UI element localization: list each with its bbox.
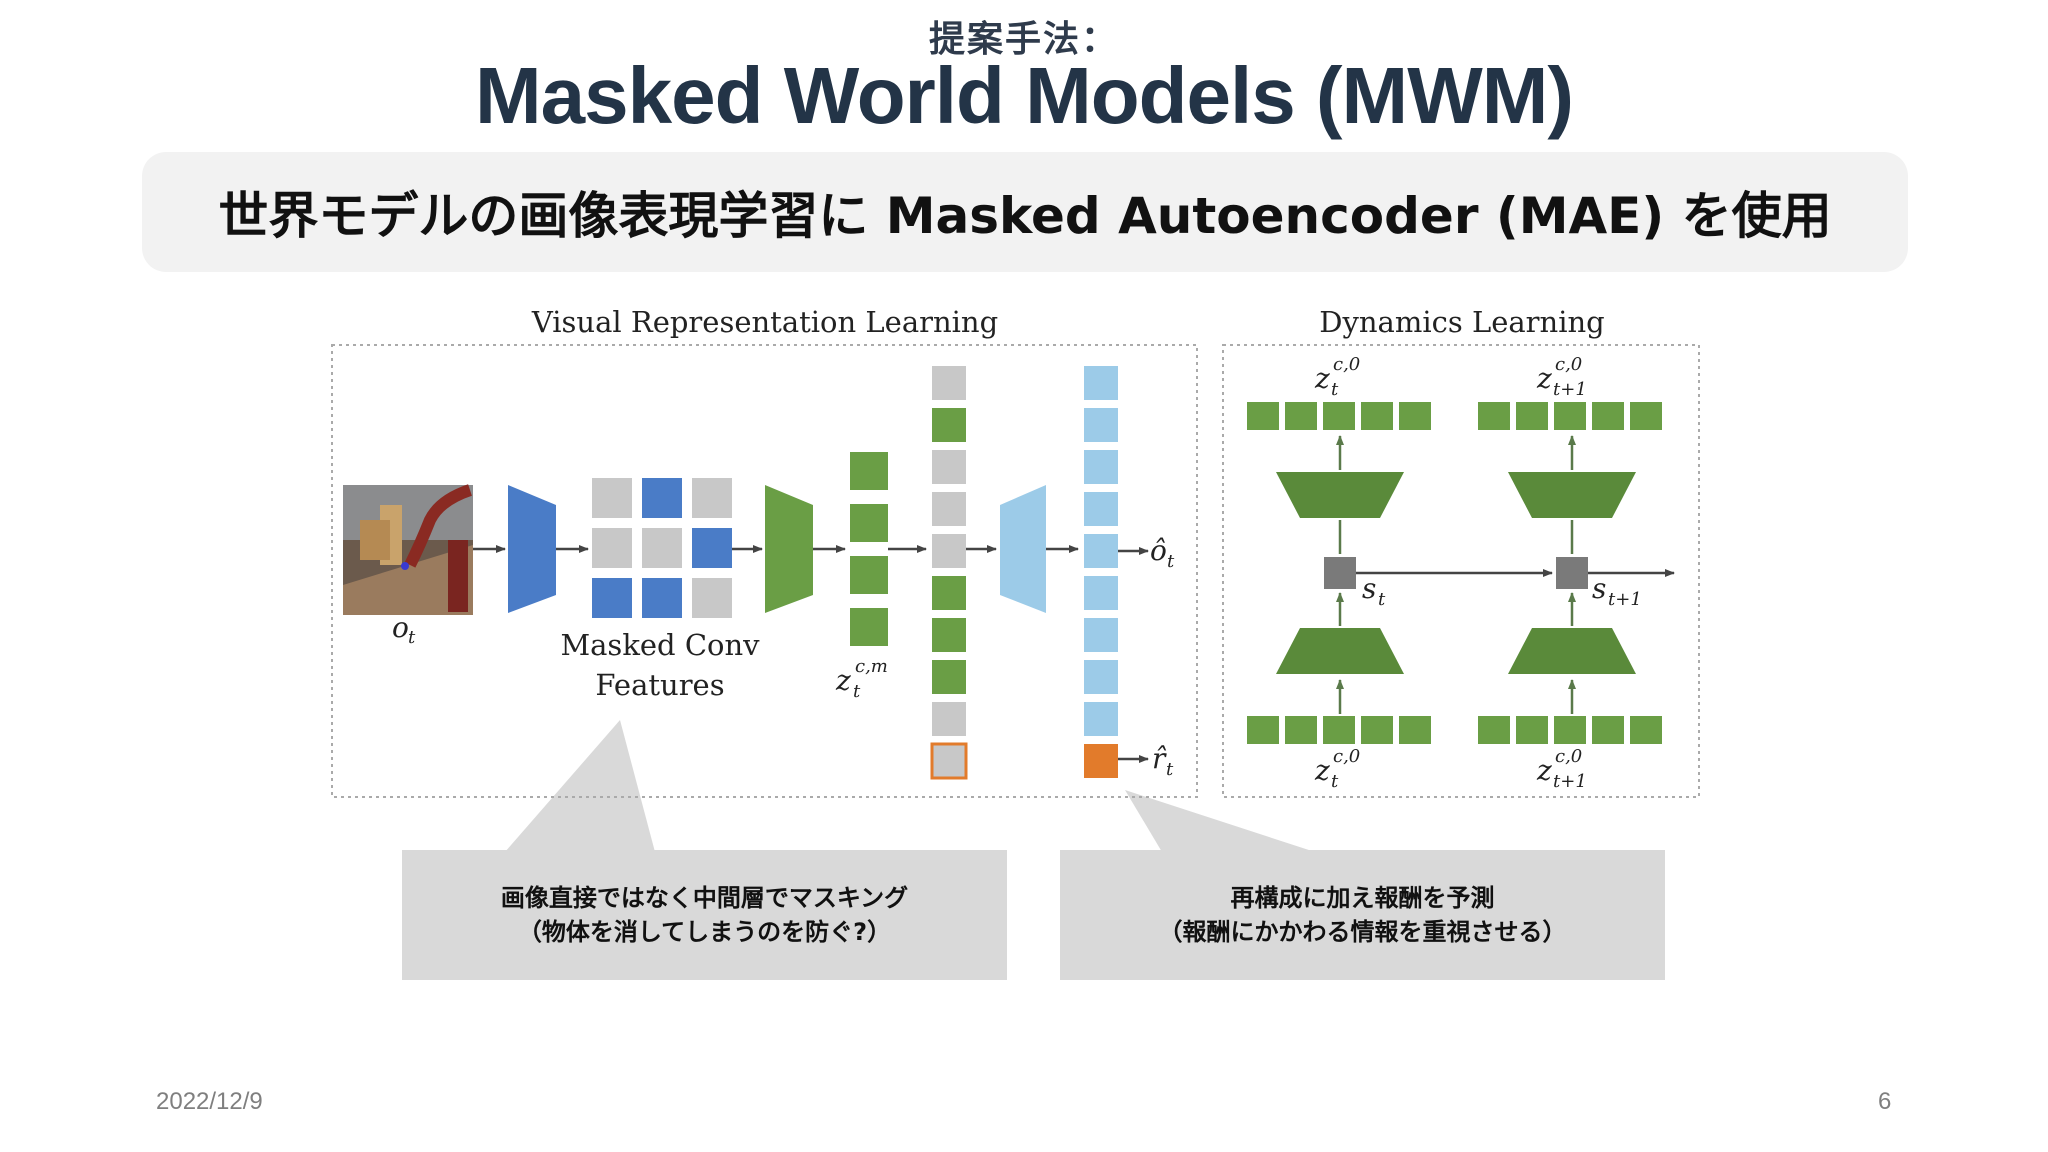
svg-text:s: s [1362,572,1376,605]
dyn-encoder-t [1276,628,1404,674]
conv-encoder-shape [508,485,556,613]
slide-page-number: 6 [1878,1088,1892,1115]
masked-latent-column [850,452,888,646]
svg-text:t+1: t+1 [1608,589,1642,610]
state-box-t [1324,557,1356,589]
callout-left-line2: （物体を消してしまうのを防ぐ?） [517,918,892,946]
bottom-latent-row-t1 [1478,716,1662,744]
svg-text:t+1: t+1 [1553,771,1587,792]
svg-text:z: z [1536,362,1552,395]
masked-conv-features-grid [592,478,732,618]
latent-masked-label: z c,m t [835,656,888,702]
svg-text:t: t [408,627,416,648]
svg-text:c,0: c,0 [1333,746,1360,767]
svg-text:z: z [1314,754,1330,787]
visual-frame [331,344,1198,798]
recon-reward-label: r̂ t [1152,742,1174,780]
dyn-decoder-t1 [1508,472,1636,518]
state-box-t1 [1556,557,1588,589]
dyn-decoder-t [1276,472,1404,518]
svg-text:c,0: c,0 [1555,746,1582,767]
slide-date: 2022/12/9 [156,1088,263,1115]
svg-text:o: o [392,611,409,644]
svg-text:c,0: c,0 [1555,354,1582,375]
svg-text:t: t [1166,759,1174,780]
vit-encoder-shape [765,485,813,613]
masked-conv-label-line1: Masked Conv [560,628,760,662]
vit-decoder-shape [1000,485,1046,613]
callout-left-pointer [505,720,655,852]
callout-right-pointer [1125,790,1315,852]
callout-left-line1: 画像直接ではなく中間層でマスキング [500,884,909,912]
svg-text:t: t [853,681,861,702]
callout-right: 再構成に加え報酬を予測 （報酬にかかわる情報を重視させる） [1060,850,1665,980]
svg-text:z: z [1314,362,1330,395]
top-latent-row-t [1247,402,1431,430]
slide-title: Masked World Models (MWM) [475,51,1574,140]
callout-right-line1: 再構成に加え報酬を予測 [1230,884,1495,912]
svg-text:r̂: r̂ [1152,742,1167,775]
svg-text:c,m: c,m [855,656,888,677]
section-title-visual: Visual Representation Learning [531,305,998,339]
state-t1-label: s t+1 [1592,572,1642,610]
svg-text:c,0: c,0 [1333,354,1360,375]
state-t-label: s t [1362,572,1386,610]
section-title-dynamics: Dynamics Learning [1319,305,1604,339]
callout-left: 画像直接ではなく中間層でマスキング （物体を消してしまうのを防ぐ?） [402,850,1007,980]
svg-text:s: s [1592,572,1606,605]
svg-text:t: t [1331,379,1339,400]
svg-text:t: t [1167,551,1175,572]
svg-text:t: t [1378,589,1386,610]
callout-right-line2: （報酬にかかわる情報を重視させる） [1158,918,1567,946]
slide-subtitle: 提案手法： [928,19,1119,60]
dynamics-frame [1222,344,1700,798]
svg-text:z: z [1536,754,1552,787]
masked-conv-label-line2: Features [595,668,724,702]
summary-banner-text: 世界モデルの画像表現学習に Masked Autoencoder (MAE) を… [218,187,1832,245]
recon-obs-label: ô t [1150,534,1175,572]
top-latent-row-t1 [1478,402,1662,430]
dyn-encoder-t1 [1508,628,1636,674]
full-latent-column [930,366,968,780]
observation-label: o t [392,611,416,648]
z-top-t1-label: z c,0 t+1 [1536,354,1587,400]
summary-banner: 世界モデルの画像表現学習に Masked Autoencoder (MAE) を… [142,152,1908,272]
svg-text:t+1: t+1 [1553,379,1587,400]
output-column [1084,366,1118,778]
z-bottom-t-label: z c,0 t [1314,746,1360,792]
svg-text:z: z [835,664,851,697]
observation-image [343,484,473,615]
z-top-t-label: z c,0 t [1314,354,1360,400]
z-bottom-t1-label: z c,0 t+1 [1536,746,1587,792]
svg-text:t: t [1331,771,1339,792]
bottom-latent-row-t [1247,716,1431,744]
svg-text:ô: ô [1150,534,1167,567]
